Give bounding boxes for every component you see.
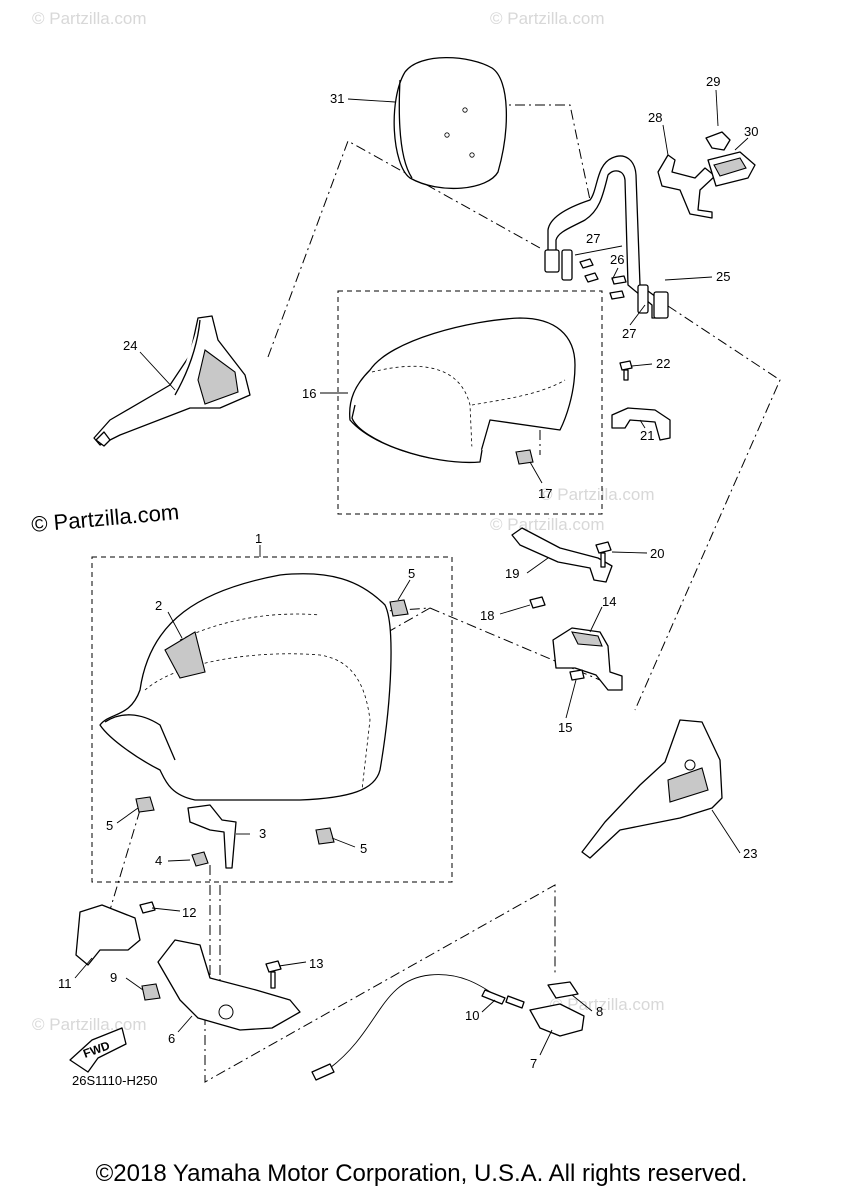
watermark-mid-right: © Partzilla.com xyxy=(490,515,605,534)
callout-17: 17 xyxy=(538,486,552,501)
watermark-bottom-left: © Partzilla.com xyxy=(32,1015,147,1034)
backrest-brackets xyxy=(657,131,756,219)
watermark-mid-right-2: © Partzilla.com xyxy=(540,485,655,504)
callout-27-top: 27 xyxy=(586,231,600,246)
callout-26: 26 xyxy=(610,252,624,267)
watermarks: © Partzilla.com © Partzilla.com © Partzi… xyxy=(32,9,665,1034)
callout-5-top: 5 xyxy=(408,566,415,581)
fwd-arrow: FWD xyxy=(69,1027,127,1073)
callout-25: 25 xyxy=(716,269,730,284)
callout-9: 9 xyxy=(110,970,117,985)
callout-23: 23 xyxy=(743,846,757,861)
seat-lock-cable xyxy=(311,974,585,1081)
callout-27-bottom: 27 xyxy=(622,326,636,341)
callout-31: 31 xyxy=(330,91,344,106)
callout-2: 2 xyxy=(155,598,162,613)
callout-14: 14 xyxy=(602,594,616,609)
callout-29: 29 xyxy=(706,74,720,89)
callout-24: 24 xyxy=(123,338,137,353)
callout-20: 20 xyxy=(650,546,664,561)
grommets-5 xyxy=(135,599,409,845)
watermark-top-left: © Partzilla.com xyxy=(32,9,147,28)
callout-19: 19 xyxy=(505,566,519,581)
callout-22: 22 xyxy=(656,356,670,371)
bar-hardware xyxy=(561,249,649,314)
front-bracket-11 xyxy=(75,901,156,966)
passenger-seat xyxy=(349,317,576,464)
callout-3: 3 xyxy=(259,826,266,841)
seat-hook-3 xyxy=(187,804,237,869)
callout-10: 10 xyxy=(465,1008,479,1023)
callout-4: 4 xyxy=(155,853,162,868)
callout-5-left: 5 xyxy=(106,818,113,833)
right-side-cover xyxy=(581,719,723,859)
grommet-17 xyxy=(515,449,534,465)
callout-11: 11 xyxy=(58,976,72,991)
partzilla-watermark: © Partzilla.com xyxy=(30,499,180,537)
callout-12: 12 xyxy=(182,905,196,920)
rider-seat xyxy=(99,573,392,801)
callout-7: 7 xyxy=(530,1056,537,1071)
diagram-code: 26S1110-H250 xyxy=(72,1073,158,1088)
seat-lock-bracket-6 xyxy=(141,939,301,1031)
rear-bracket xyxy=(611,360,671,441)
callout-8: 8 xyxy=(596,1004,603,1019)
left-side-cover xyxy=(93,315,251,447)
backrest-pad xyxy=(393,57,508,190)
callout-5-right: 5 xyxy=(360,841,367,856)
copyright-notice: ©2018 Yamaha Motor Corporation, U.S.A. A… xyxy=(95,1160,748,1187)
callout-leaders xyxy=(74,89,749,1056)
callout-28: 28 xyxy=(648,110,662,125)
callout-16: 16 xyxy=(302,386,316,401)
callouts: 31 29 28 30 27 26 25 27 24 16 22 21 17 1… xyxy=(58,74,758,1071)
callout-15: 15 xyxy=(558,720,572,735)
seat-bracket-19 xyxy=(511,527,613,609)
assembly-lines xyxy=(109,104,781,1083)
callout-30: 30 xyxy=(744,124,758,139)
callout-21: 21 xyxy=(640,428,654,443)
callout-13: 13 xyxy=(309,956,323,971)
seat-bracket-14 xyxy=(552,627,623,691)
callout-18: 18 xyxy=(480,608,494,623)
rider-seat-group-box xyxy=(91,556,453,883)
watermark-top-right: © Partzilla.com xyxy=(490,9,605,28)
callout-6: 6 xyxy=(168,1031,175,1046)
backrest-bar xyxy=(544,155,669,319)
callout-1: 1 xyxy=(255,531,262,546)
